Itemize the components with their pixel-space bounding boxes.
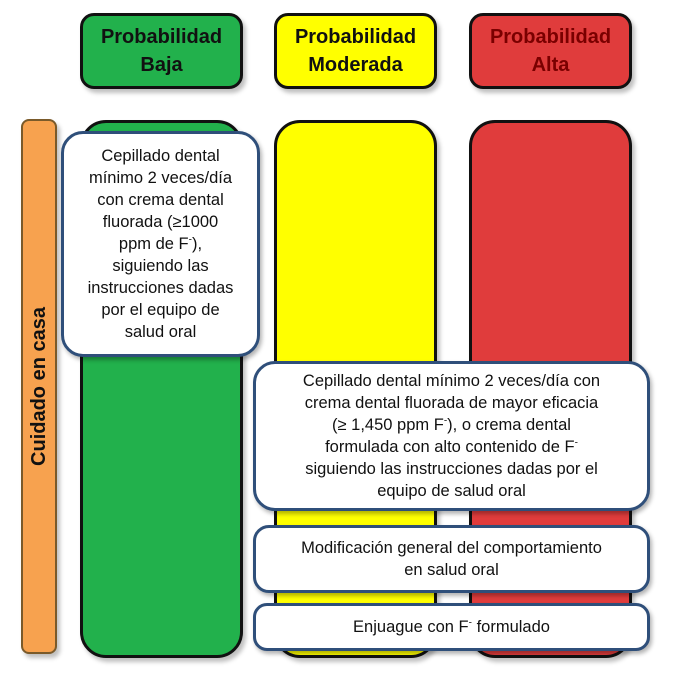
box-low-line8: por el equipo de: [101, 301, 220, 319]
box-rinse-pre: Enjuague con F: [353, 618, 469, 636]
box-behavior-line1: Modificación general del comportamiento: [301, 539, 602, 557]
box-moderate-line3-pre: (≥ 1,450 ppm F: [332, 416, 444, 434]
box-low-line9: salud oral: [124, 323, 197, 341]
box-behavior-line2: en salud oral: [404, 561, 499, 579]
box-low-line2: mínimo 2 veces/día: [88, 169, 233, 187]
box-moderate-line1: Cepillado dental mínimo 2 veces/día con: [302, 372, 601, 390]
box-low-line5-post: ),: [191, 235, 203, 253]
box-moderate-line4-pre: formulada con alto contenido de F: [325, 438, 575, 456]
header-high-probability: Probabilidad Alta: [469, 13, 632, 89]
header-low-line1: Probabilidad: [100, 26, 223, 48]
header-moderate-probability: Probabilidad Moderada: [274, 13, 437, 89]
box-moderate-line3-post: ), o crema dental: [447, 416, 571, 434]
header-high-line1: Probabilidad: [489, 26, 612, 48]
side-label: Cuidado en casa: [21, 119, 57, 654]
box-moderate-line2: crema dental fluorada de mayor eficacia: [304, 394, 599, 412]
side-label-text: Cuidado en casa: [27, 307, 50, 466]
box-rinse-sup: -: [468, 617, 472, 629]
box-low-line5-pre: ppm de F: [118, 235, 189, 253]
box-low-line3: con crema dental: [97, 191, 224, 209]
box-low-line4: fluorada (≥1000: [102, 213, 219, 231]
box-moderate-line3-sup: -: [443, 415, 448, 427]
side-bar: [21, 119, 57, 654]
box-moderate-line6: equipo de salud oral: [377, 482, 526, 500]
header-low-probability: Probabilidad Baja: [80, 13, 243, 89]
box-fluoride-rinse: Enjuague con F- formulado: [253, 603, 650, 651]
box-moderate-line4: formulada con alto contenido de F-: [256, 436, 647, 458]
box-low-brushing: Cepillado dental mínimo 2 veces/día con …: [61, 131, 260, 357]
box-low-line5: ppm de F-),: [64, 233, 257, 255]
header-low-line2: Baja: [140, 54, 183, 76]
box-low-line1: Cepillado dental: [101, 147, 220, 165]
box-rinse-post: formulado: [471, 618, 550, 636]
box-rinse-text: Enjuague con F- formulado: [256, 616, 647, 638]
box-moderate-line4-sup: -: [574, 437, 578, 449]
box-moderate-line5: siguiendo las instrucciones dadas por el: [305, 460, 598, 478]
box-low-line5-sup: -: [188, 234, 192, 246]
box-low-line6: siguiendo las: [112, 257, 209, 275]
box-moderate-line3: (≥ 1,450 ppm F-), o crema dental: [256, 414, 647, 436]
header-moderate-line2: Moderada: [308, 54, 403, 76]
header-moderate-line1: Probabilidad: [294, 26, 417, 48]
box-low-line7: instrucciones dadas: [87, 279, 234, 297]
box-behavior-modification: Modificación general del comportamiento …: [253, 525, 650, 593]
header-high-line2: Alta: [531, 54, 570, 76]
box-moderate-brushing: Cepillado dental mínimo 2 veces/día con …: [253, 361, 650, 511]
